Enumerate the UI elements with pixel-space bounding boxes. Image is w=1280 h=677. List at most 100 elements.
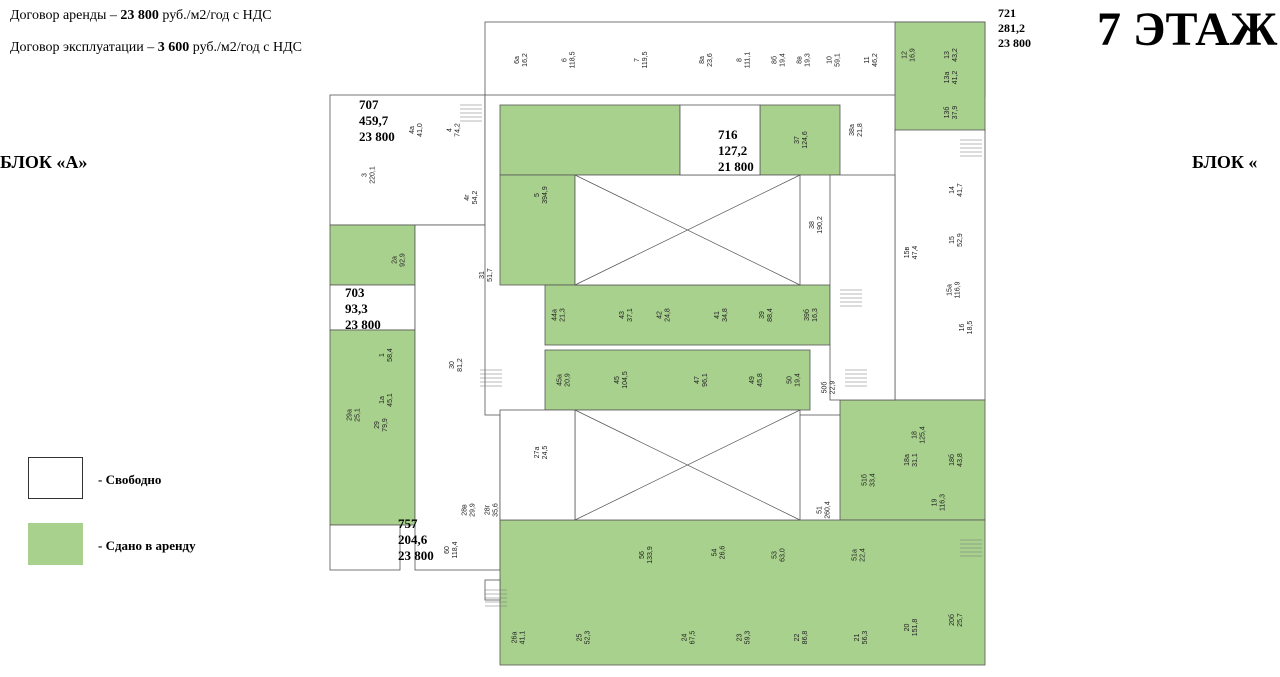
room-area: 67,5 bbox=[690, 631, 697, 645]
room-label: 20151,8 bbox=[904, 619, 919, 637]
room-area: 19,3 bbox=[805, 53, 812, 67]
room-number: 51а bbox=[852, 549, 859, 561]
room-area: 54,2 bbox=[472, 191, 479, 205]
room-label: 20б25,7 bbox=[948, 613, 964, 627]
room-label: 474,2 bbox=[447, 123, 462, 137]
room-area: 59,1 bbox=[835, 53, 842, 67]
room-number: 6а bbox=[514, 56, 521, 64]
room-area: 34,8 bbox=[722, 308, 729, 322]
block-left-label: БЛОК «А» bbox=[0, 152, 88, 172]
ops-value: 3 600 bbox=[157, 40, 190, 55]
room-number: 31 bbox=[479, 271, 486, 279]
room-area: 16,9 bbox=[910, 48, 917, 62]
room-number: 50 bbox=[787, 376, 794, 384]
room-area: 124,6 bbox=[802, 131, 809, 149]
room-label: 28в29,9 bbox=[462, 503, 477, 517]
room-area: 104,5 bbox=[622, 371, 629, 389]
room-area: 220,1 bbox=[370, 166, 377, 184]
room-label: 1618,5 bbox=[959, 321, 974, 335]
room-number: 24 bbox=[682, 634, 689, 642]
room-label: 50б22,9 bbox=[821, 381, 837, 395]
zone-10 bbox=[759, 104, 841, 176]
room-label: 4а41,0 bbox=[409, 123, 424, 137]
room-number: 4г bbox=[464, 194, 471, 201]
room-number: 19 bbox=[932, 499, 939, 507]
room-area: 125,4 bbox=[920, 426, 927, 444]
room-number: 39б bbox=[803, 309, 811, 321]
room-label: 2286,8 bbox=[794, 631, 809, 645]
zone-2 bbox=[329, 224, 416, 286]
room-area: 23,6 bbox=[707, 53, 714, 67]
room-area: 52,3 bbox=[585, 631, 592, 645]
room-area: 25,7 bbox=[957, 613, 964, 627]
room-number: 23 bbox=[737, 634, 744, 642]
zone-9 bbox=[499, 174, 576, 286]
room-area: 52,9 bbox=[957, 233, 964, 247]
room-label: 1552,9 bbox=[949, 233, 964, 247]
room-number: 4 bbox=[447, 128, 454, 132]
rent-unit: руб./м2/год с НДС bbox=[158, 8, 272, 23]
room-area: 22,4 bbox=[860, 548, 867, 562]
room-area: 79,9 bbox=[382, 418, 389, 432]
room-number: 5 bbox=[534, 193, 541, 197]
room-area: 133,9 bbox=[647, 546, 654, 564]
room-area: 24,8 bbox=[665, 308, 672, 322]
room-label: 45104,5 bbox=[614, 371, 629, 389]
room-label: 1а45,1 bbox=[379, 393, 394, 407]
room-label: 8в19,3 bbox=[797, 53, 812, 67]
room-number: 27а bbox=[534, 447, 541, 459]
room-label: 39б16,3 bbox=[803, 308, 819, 322]
room-area: 41,2 bbox=[952, 71, 959, 85]
room-number: 42 bbox=[657, 311, 664, 319]
room-number: 15а bbox=[947, 284, 954, 296]
rent-label: Договор аренды – bbox=[10, 8, 121, 23]
room-area: 41,0 bbox=[417, 123, 424, 137]
room-number: 2а bbox=[392, 256, 399, 264]
zone-11 bbox=[544, 284, 831, 346]
zone-4 bbox=[329, 329, 416, 526]
room-label: 1146,2 bbox=[864, 53, 879, 67]
room-number: 10 bbox=[827, 56, 834, 64]
room-label: 2467,5 bbox=[682, 631, 697, 645]
room-number: 3 bbox=[362, 173, 369, 177]
room-area: 21,3 bbox=[560, 308, 567, 322]
room-number: 37 bbox=[794, 136, 801, 144]
room-number: 18б bbox=[948, 454, 956, 466]
room-area: 46,2 bbox=[872, 53, 879, 67]
room-number: 45 bbox=[614, 376, 621, 384]
room-label: 1059,1 bbox=[827, 53, 842, 67]
room-number: 49 bbox=[749, 376, 756, 384]
room-label: 3151,7 bbox=[479, 268, 494, 282]
room-number: 29а bbox=[347, 409, 354, 421]
room-label: 51а22,4 bbox=[852, 548, 867, 562]
room-area: 86,8 bbox=[802, 631, 809, 645]
ops-label: Договор эксплуатации – bbox=[10, 40, 158, 55]
room-label: 3988,4 bbox=[759, 308, 774, 322]
room-number: 7 bbox=[634, 58, 641, 62]
room-number: 1 bbox=[379, 353, 386, 357]
room-number: 45а bbox=[557, 374, 564, 386]
room-area: 43,2 bbox=[952, 48, 959, 62]
room-area: 58,4 bbox=[387, 348, 394, 362]
room-number: 15в bbox=[904, 246, 911, 258]
room-number: 6 bbox=[562, 58, 569, 62]
room-area: 118,5 bbox=[570, 51, 577, 68]
room-area: 35,6 bbox=[493, 503, 500, 517]
zone-21 bbox=[499, 409, 576, 521]
room-area: 45,8 bbox=[757, 373, 764, 387]
room-number: 39 bbox=[759, 311, 766, 319]
room-label: 15в47,4 bbox=[904, 246, 919, 260]
room-number: 20 bbox=[904, 624, 911, 632]
room-area: 151,8 bbox=[912, 619, 919, 637]
room-label: 5394,9 bbox=[534, 186, 549, 204]
room-label: 5019,4 bbox=[787, 373, 802, 387]
room-label: 2359,3 bbox=[737, 631, 752, 645]
room-area: 56,3 bbox=[862, 631, 869, 645]
room-number: 22 bbox=[794, 634, 801, 642]
